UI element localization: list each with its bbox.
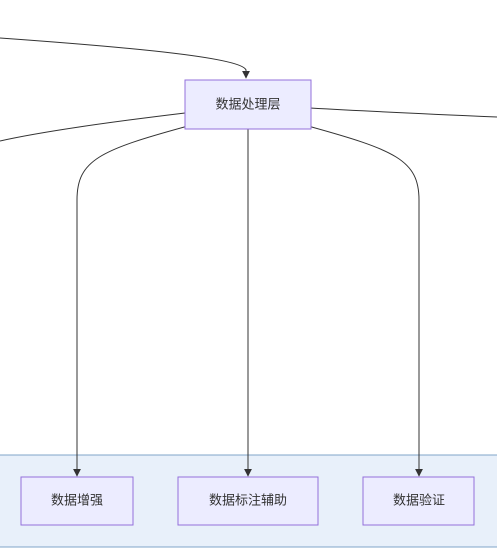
edge-processing-to-right-offscreen (309, 107, 497, 118)
node-label: 数据标注辅助 (209, 494, 287, 509)
node-label: 数据增强 (51, 494, 103, 509)
node-data-validation: 数据验证 (362, 476, 475, 526)
edge-processing-to-left-offscreen (0, 112, 186, 142)
node-label: 数据验证 (393, 493, 445, 509)
node-box (177, 476, 319, 526)
node-data-annotation-assist: 数据标注辅助 (177, 476, 319, 526)
node-box (362, 476, 475, 526)
edge-incoming-to-processing (0, 37, 250, 79)
node-box (20, 476, 134, 526)
node-data-processing-layer: 数据处理层 (184, 79, 312, 130)
node-data-augmentation: 数据增强 (20, 476, 134, 526)
edge-processing-to-augmentation (73, 125, 189, 477)
edge-processing-to-validation (307, 125, 423, 477)
node-box (184, 79, 312, 130)
node-label: 数据处理层 (215, 98, 280, 113)
